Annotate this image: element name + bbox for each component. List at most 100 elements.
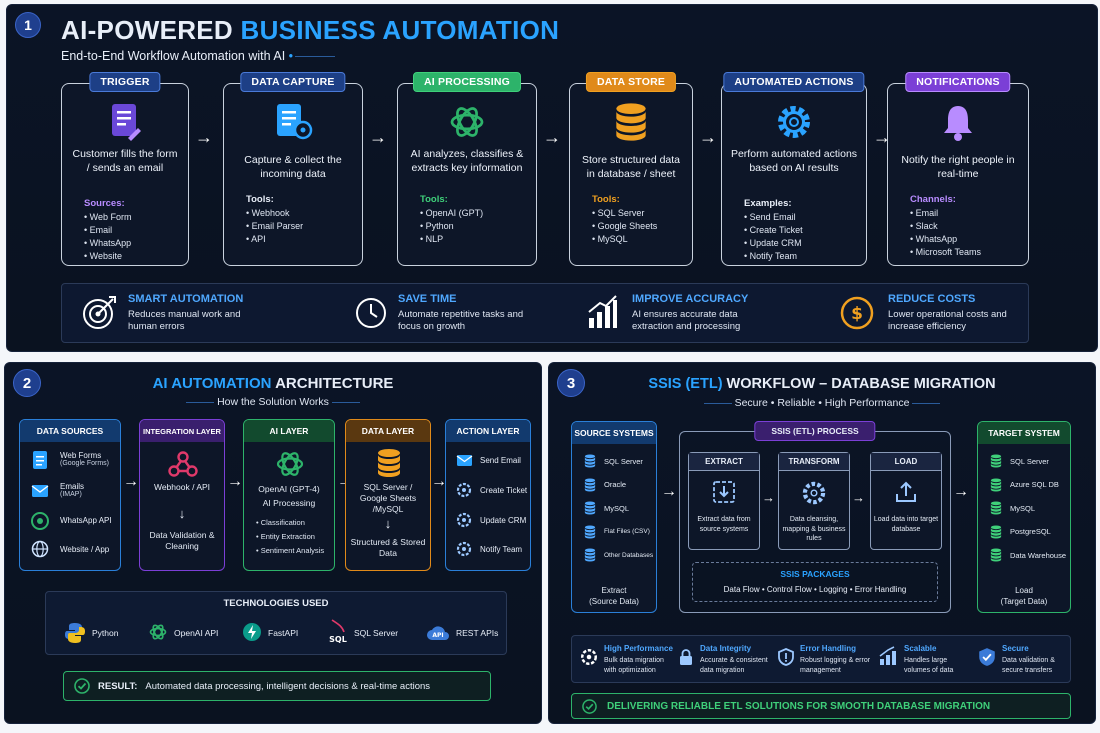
action-create-ticket: Create Ticket: [480, 486, 528, 495]
integration-layer-header: INTEGRATION LAYER: [140, 420, 224, 442]
card-data-capture-title: DATA CAPTURE: [240, 72, 346, 92]
clock-icon: [356, 298, 386, 328]
etl-feat-title-performance: High Performance: [604, 644, 673, 653]
ssis-packages-box: SSIS PACKAGES Data Flow • Control Flow •…: [692, 562, 938, 602]
benefits-bar: SMART AUTOMATION Reduces manual work and…: [61, 283, 1029, 343]
card-ai-processing: AI PROCESSING AI analyzes, classifies & …: [397, 72, 537, 266]
form-icon: [33, 451, 47, 469]
svg-text:API: API: [432, 632, 443, 639]
ai-item-sentiment: Sentiment Analysis: [256, 544, 324, 558]
svg-text:$: $: [851, 304, 863, 324]
arrow-right-icon: →: [953, 483, 969, 500]
whatsapp-icon: [31, 512, 49, 530]
benefit-desc-reduce-costs: Lower operational costs and increase eff…: [888, 309, 1007, 332]
db-cylinder-icon: [584, 524, 596, 539]
action-layer-box: ACTION LAYER Send Email Create Ticket Up…: [445, 419, 531, 571]
card-data-capture-desc: Capture & collect the incoming data: [244, 154, 342, 180]
benefit-title-reduce-costs: REDUCE COSTS: [888, 293, 976, 305]
transform-gear-icon: [802, 481, 826, 505]
arrow-right-icon: →: [227, 473, 243, 490]
card-notifications-list-label: Channels:: [910, 194, 956, 205]
data-sources-box: DATA SOURCES Web Forms(Google Forms) Ema…: [19, 419, 121, 571]
ai-processing-item: NLP: [420, 233, 483, 246]
etl-step-header: EXTRACT: [689, 453, 759, 471]
action-notify-team: Notify Team: [480, 545, 523, 554]
card-ai-processing-desc: AI analyzes, classifies & extracts key i…: [410, 148, 524, 174]
etl-feat-desc-performance: Bulk data migration with optimization: [604, 657, 664, 674]
source-website-app: Website / App: [60, 545, 110, 554]
source-footer: Extract(Source Data): [589, 586, 639, 606]
architecture-subtitle: How the Solution Works: [5, 396, 541, 408]
result-text: Automated data processing, intelligent d…: [145, 680, 431, 692]
panel-business-automation: 1 AI-POWERED BUSINESS AUTOMATION End-to-…: [6, 4, 1098, 352]
ssis-process-box: SSIS (ETL) PROCESS EXTRACT Extract data …: [679, 421, 951, 613]
openai-icon: [276, 452, 304, 476]
db-cylinder-icon: [990, 524, 1002, 539]
etl-step-header: LOAD: [871, 453, 941, 471]
tech-openai-api: OpenAI API: [174, 628, 219, 638]
ai-processing-label: AI Processing: [262, 498, 316, 508]
openai-api-icon: [149, 624, 167, 640]
target-footer: Load(Target Data): [1000, 586, 1048, 606]
etl-feat-title-secure: Secure: [1002, 644, 1029, 653]
benefit-title-save-time: SAVE TIME: [398, 293, 457, 305]
automated-actions-item: Update CRM: [744, 237, 803, 250]
trigger-item: WhatsApp: [84, 237, 132, 250]
db-cylinder-icon: [584, 477, 596, 492]
ai-item-entity-extraction: Entity Extraction: [256, 530, 324, 544]
title-part-a: AI-POWERED: [61, 15, 241, 45]
etl-feat-title-scalable: Scalable: [904, 644, 937, 653]
benefit-desc-improve-accuracy: AI ensures accurate data extraction and …: [632, 309, 741, 332]
sql-server-icon: SQL: [329, 619, 347, 644]
fastapi-icon: [243, 623, 261, 641]
action-update-crm: Update CRM: [480, 516, 527, 525]
source-system-item: Flat Files (CSV): [584, 524, 650, 539]
gear-icon: [581, 649, 597, 665]
arrow-right-icon: →: [195, 127, 213, 147]
extract-icon: [713, 481, 735, 503]
data-layer-stores: SQL Server / Google Sheets /MySQL: [359, 482, 417, 514]
card-automated-actions-title: AUTOMATED ACTIONS: [723, 72, 865, 92]
etl-title: SSIS (ETL) WORKFLOW – DATABASE MIGRATION: [648, 376, 996, 392]
db-cylinder-icon: [990, 454, 1002, 468]
gear-icon: [778, 106, 810, 138]
panel-ai-architecture: 2 AI AUTOMATION ARCHITECTURE How the Sol…: [4, 362, 542, 724]
card-data-store-list: SQL ServerGoogle SheetsMySQL: [592, 207, 658, 246]
card-notifications: NOTIFICATIONS Notify the right people in…: [887, 72, 1029, 266]
target-system-item: SQL Server: [990, 454, 1049, 468]
technologies-box: TECHNOLOGIES USED Python OpenAI API Fast…: [45, 591, 507, 655]
result-label: RESULT:: [98, 680, 138, 692]
ticket-gear-icon: [456, 482, 472, 498]
ai-capabilities-list: Classification Entity Extraction Sentime…: [256, 516, 324, 558]
tech-rest-apis: REST APIs: [456, 628, 499, 638]
data-capture-item: API: [246, 233, 303, 246]
benefit-title-improve-accuracy: IMPROVE ACCURACY: [632, 293, 749, 305]
arrow-right-icon: →: [873, 127, 891, 147]
etl-step-desc: Data cleansing, mapping & business rules: [782, 516, 846, 542]
technologies-header: TECHNOLOGIES USED: [223, 598, 329, 609]
openai-logo-icon: [450, 107, 484, 137]
database-icon: [378, 449, 400, 477]
arrow-right-icon: →: [431, 473, 447, 490]
target-system-item: Azure SQL DB: [990, 477, 1059, 492]
globe-icon: [31, 540, 49, 558]
data-store-item: Google Sheets: [592, 220, 658, 233]
arrow-right-icon: →: [762, 490, 775, 505]
data-store-item: MySQL: [592, 233, 657, 246]
etl-feat-desc-scalable: Handles large volumes of data: [904, 657, 954, 674]
notifications-item: WhatsApp: [910, 233, 981, 246]
benefit-desc-smart-automation: Reduces manual work and human errors: [128, 309, 241, 332]
target-system-item: Data Warehouse: [990, 548, 1066, 562]
arrow-right-icon: →: [661, 483, 677, 500]
card-automated-actions-desc: Perform automated actions based on AI re…: [730, 148, 858, 174]
tech-sql-server: SQL Server: [354, 628, 399, 638]
etl-step-header: TRANSFORM: [779, 453, 849, 471]
card-notifications-title: NOTIFICATIONS: [905, 72, 1011, 92]
svg-text:SQL: SQL: [329, 635, 347, 644]
rest-api-cloud-icon: API: [427, 626, 449, 640]
data-layer-structured: Structured & Stored Data: [350, 537, 426, 558]
source-system-item: MySQL: [584, 501, 629, 515]
db-cylinder-icon: [584, 501, 596, 515]
